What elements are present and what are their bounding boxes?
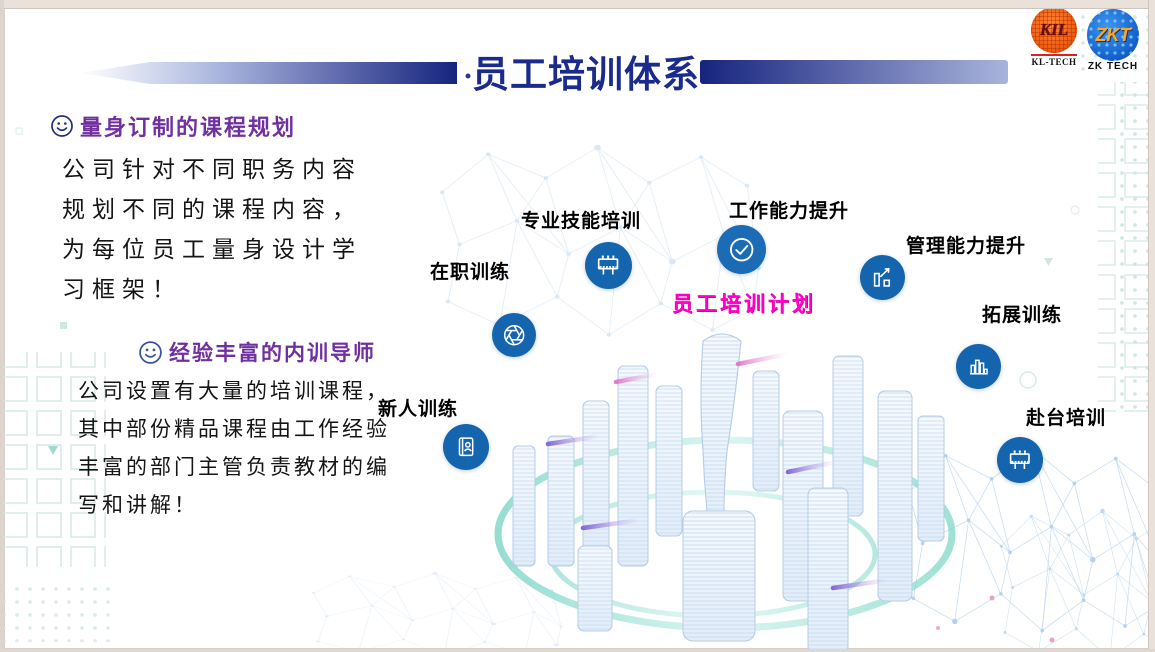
histogram-icon <box>970 359 988 375</box>
body-line: 写和讲解！ <box>78 493 198 517</box>
label-management-ability: 管理能力提升 <box>906 236 1027 257</box>
zkt-logo-caption: ZK TECH <box>1087 61 1139 72</box>
chart-up-icon <box>873 267 891 287</box>
section-body-course-planning: 公司针对不同职务内容 规划不同的课程内容， 为每位员工量身设计学 习框架！ <box>62 150 362 310</box>
kl-logo-globe-icon: KIL <box>1031 7 1077 53</box>
label-outward-training: 拓展训练 <box>982 305 1063 326</box>
section-heading-label: 量身订制的课程规划 <box>80 115 297 141</box>
body-line: 习框架！ <box>62 277 182 303</box>
zk-tech-logo: ZKT ZK TECH <box>1085 9 1141 72</box>
body-line: 规划不同的课程内容， <box>62 197 362 223</box>
left-pennant-bar <box>80 62 457 84</box>
newcomer-training-badge <box>443 424 489 470</box>
outward-training-badge <box>956 344 1001 389</box>
label-on-job-training: 在职训练 <box>430 262 511 283</box>
kl-logo-monogram: KIL <box>1039 20 1069 39</box>
label-newcomer-training: 新人训练 <box>378 399 459 420</box>
professional-skills-badge <box>585 242 632 289</box>
label-work-ability: 工作能力提升 <box>729 201 850 222</box>
smiley-icon <box>51 115 73 137</box>
kl-tech-logo: KIL KL-TECH <box>1029 7 1079 67</box>
taiwan-training-badge <box>997 437 1043 483</box>
section-heading-course-planning: 量身订制的课程规划 <box>50 110 296 142</box>
label-professional-skills: 专业技能培训 <box>521 211 642 232</box>
billboard-icon <box>1009 450 1031 470</box>
city-illustration <box>494 333 956 652</box>
title-decoration-bars <box>80 60 1008 84</box>
kl-logo-rule <box>1031 54 1077 56</box>
page-title: 员工培训体系 <box>472 54 700 95</box>
id-book-icon <box>458 437 474 457</box>
work-ability-badge <box>717 225 766 274</box>
on-job-training-badge <box>492 313 536 357</box>
aperture-icon <box>503 324 525 346</box>
right-gradient-bar <box>700 60 1008 84</box>
label-taiwan-training: 赴台培训 <box>1026 408 1107 429</box>
zkt-logo-globe-icon: ZKT <box>1087 9 1139 61</box>
smiley-icon <box>139 340 162 364</box>
billboard-icon <box>598 255 619 275</box>
plan-center-label: 员工培训计划 <box>672 291 816 316</box>
section-heading-label: 经验丰富的内训导师 <box>169 340 376 365</box>
management-ability-badge <box>860 255 905 300</box>
body-line: 为每位员工量身设计学 <box>62 237 362 263</box>
body-line: 公司设置有大量的培训课程， <box>78 379 390 403</box>
section-heading-trainers: 经验丰富的内训导师 <box>138 337 376 367</box>
body-line: 公司针对不同职务内容 <box>62 157 362 183</box>
section-body-trainers: 公司设置有大量的培训课程， 其中部份精品课程由工作经验 丰富的部门主管负责教材的… <box>78 372 390 524</box>
body-line: 丰富的部门主管负责教材的编 <box>78 455 390 479</box>
slide-background <box>4 8 1149 649</box>
body-line: 其中部份精品课程由工作经验 <box>78 417 390 441</box>
zkt-logo-monogram: ZKT <box>1095 24 1131 45</box>
kl-logo-caption: KL-TECH <box>1031 57 1077 67</box>
check-circle-icon <box>729 237 754 262</box>
